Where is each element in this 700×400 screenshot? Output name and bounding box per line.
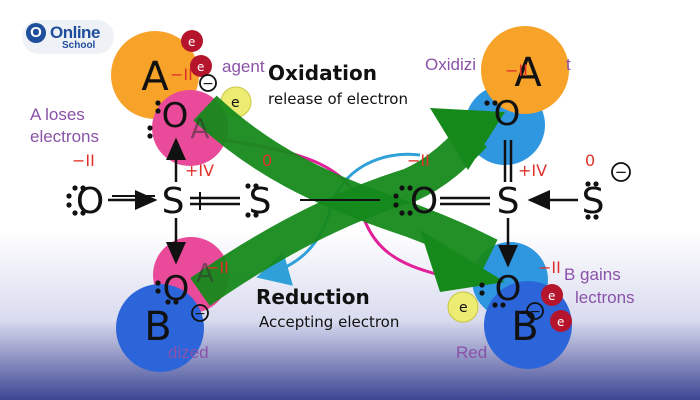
left-atom-b-ball (116, 284, 204, 372)
left-oxygen-top-symbol: O (162, 96, 189, 136)
reduction-title: Reduction (256, 285, 370, 309)
oxidation-subtitle: release of electron (268, 90, 408, 108)
left-ox-o-bottom: −II (206, 258, 229, 277)
left-oxygen-bottom-symbol: O (163, 269, 190, 309)
left-overlay-a-bottom: A (196, 259, 214, 289)
side-labels: agent A loses electrons dized Oxidizi t … (30, 55, 635, 362)
charge-minus-2: − (194, 306, 206, 322)
right-atom-a-ball (481, 26, 569, 114)
electron-label-5: e (548, 289, 555, 303)
left-letter-b: B (144, 304, 171, 350)
left-ox-s-center: +IV (185, 161, 214, 180)
right-oxygen-bottom-symbol: O (495, 269, 522, 309)
left-oxidized-label: dized (168, 343, 209, 362)
reduction-subtitle: Accepting electron (259, 313, 399, 331)
green-arrow-oxidation-head (420, 230, 505, 292)
left-agent-label: agent (222, 57, 265, 76)
electron-label-6: e (557, 315, 564, 329)
left-loses-label-1: A loses (30, 105, 85, 124)
electron-label-4: e (459, 300, 468, 316)
left-ox-o-side: −II (72, 151, 95, 170)
right-reduced-label: Red (456, 343, 487, 362)
online-school-logo: O Online School (22, 20, 114, 54)
left-lone-pair-dots (66, 100, 259, 305)
right-ox-o-top: −II (505, 61, 528, 80)
right-letter-a: A (514, 50, 542, 96)
negative-charge-markers: − − − − (191, 74, 631, 322)
logo-name: Online (50, 23, 100, 42)
green-arrow-reduction-head (430, 108, 505, 170)
right-sulfur-right-symbol: S (582, 181, 605, 222)
charge-minus-3: − (615, 163, 628, 181)
left-ox-s-right: 0 (262, 151, 272, 170)
right-ox-o-side: −II (407, 151, 430, 170)
right-sulfur-center-symbol: S (497, 181, 520, 222)
left-sulfur-center-symbol: S (162, 181, 185, 222)
right-letter-b: B (511, 304, 538, 350)
right-ox-s-center: +IV (518, 161, 547, 180)
logo-subtitle: School (62, 40, 96, 51)
right-ox-s-right: 0 (585, 151, 595, 170)
right-agent-label: Oxidizi (425, 55, 476, 74)
electron-label-2: e (197, 60, 204, 74)
oxidation-title-bg (265, 62, 425, 88)
oxidation-states: −II −II +IV 0 −II −II −II +IV 0 −II (72, 61, 595, 277)
right-gains-label-2: lectrons (575, 288, 635, 307)
right-electron-yellow (447, 291, 479, 323)
electron-label-1: e (188, 35, 195, 49)
electron-particles: e e e e e e (181, 30, 572, 332)
logo-mark-icon: O (26, 23, 46, 43)
oxidation-title: Oxidation (268, 61, 377, 85)
left-loses-label-2: electrons (30, 127, 99, 146)
left-letter-a: A (141, 54, 169, 100)
right-lone-pair-dots (393, 100, 599, 308)
right-oxygen-top-symbol: O (494, 94, 521, 134)
charge-minus-1: − (202, 76, 214, 92)
electron-label-3: e (231, 95, 240, 111)
left-ox-o-top: −II (170, 65, 193, 84)
left-overlay-a-top: A (190, 112, 209, 145)
left-sulfur-right-symbol: S (249, 181, 272, 222)
right-oxygen-side-symbol: O (410, 181, 438, 222)
right-ox-o-bottom: −II (538, 258, 561, 277)
charge-minus-4: − (529, 304, 541, 320)
green-arrow-reduction-body (190, 122, 488, 306)
left-oxygen-side-symbol: O (76, 181, 104, 222)
right-gains-label-1: B gains (564, 265, 621, 284)
right-agent-label-end: t (566, 55, 571, 74)
